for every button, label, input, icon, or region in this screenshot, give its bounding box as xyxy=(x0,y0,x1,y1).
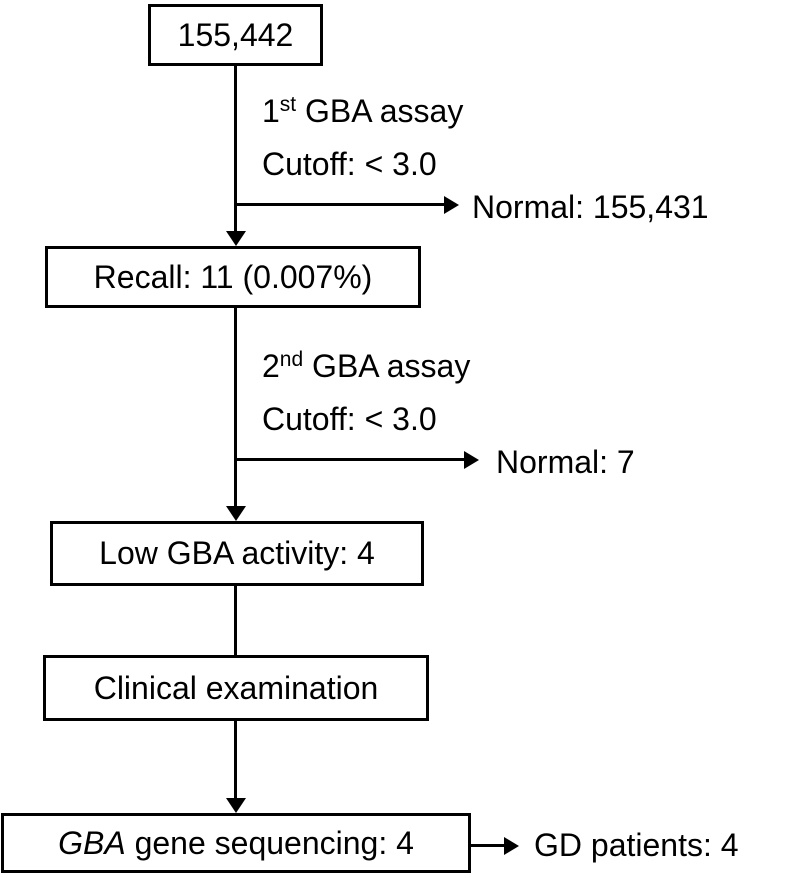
node-clinical-examination-label: Clinical examination xyxy=(93,669,379,706)
outcome-normal-second-assay: Normal: 7 xyxy=(496,444,635,480)
ordinal-suffix: st xyxy=(279,93,297,116)
edge-label-second-assay-cutoff: Cutoff: < 3.0 xyxy=(262,401,437,437)
connector-low-to-clinical xyxy=(234,585,237,656)
edge-label-second-assay-line1: 2nd GBA assay xyxy=(262,348,471,384)
node-recall: Recall: 11 (0.007%) xyxy=(45,246,421,308)
edge-label-first-assay-line1: 1st GBA assay xyxy=(262,93,464,129)
branch-line-gd-patients xyxy=(470,844,506,847)
outcome-gd-patients: GD patients: 4 xyxy=(534,827,739,863)
arrowhead-down-recall-icon xyxy=(226,231,246,246)
connector-recall-to-low xyxy=(234,307,237,508)
arrowhead-right-normal1-icon xyxy=(444,196,459,214)
node-gene-sequencing-label: GBA gene sequencing: 4 xyxy=(58,824,414,861)
connector-clinical-to-sequencing xyxy=(234,720,237,800)
arrowhead-down-low-gba-icon xyxy=(226,506,246,521)
outcome-normal-first-assay: Normal: 155,431 xyxy=(472,189,709,225)
node-total-label: 155,442 xyxy=(177,16,294,53)
edge-label-first-assay-cutoff: Cutoff: < 3.0 xyxy=(262,146,437,182)
node-gene-sequencing: GBA gene sequencing: 4 xyxy=(1,813,471,873)
branch-line-normal2 xyxy=(234,458,466,461)
edge-label-first-assay: 1st GBA assay Cutoff: < 3.0 xyxy=(262,87,463,188)
node-total-screened: 155,442 xyxy=(148,4,323,66)
node-clinical-examination: Clinical examination xyxy=(43,655,429,721)
node-recall-label: Recall: 11 (0.007%) xyxy=(93,258,373,295)
arrowhead-right-gd-patients-icon xyxy=(504,837,519,855)
arrowhead-down-sequencing-icon xyxy=(226,798,246,813)
branch-line-normal1 xyxy=(234,203,446,206)
arrowhead-right-normal2-icon xyxy=(464,451,479,469)
ordinal-suffix: nd xyxy=(279,348,304,371)
edge-label-second-assay: 2nd GBA assay Cutoff: < 3.0 xyxy=(262,342,470,443)
node-low-gba-activity-label: Low GBA activity: 4 xyxy=(99,535,375,571)
node-low-gba-activity: Low GBA activity: 4 xyxy=(50,521,424,586)
connector-total-to-recall xyxy=(234,66,237,234)
